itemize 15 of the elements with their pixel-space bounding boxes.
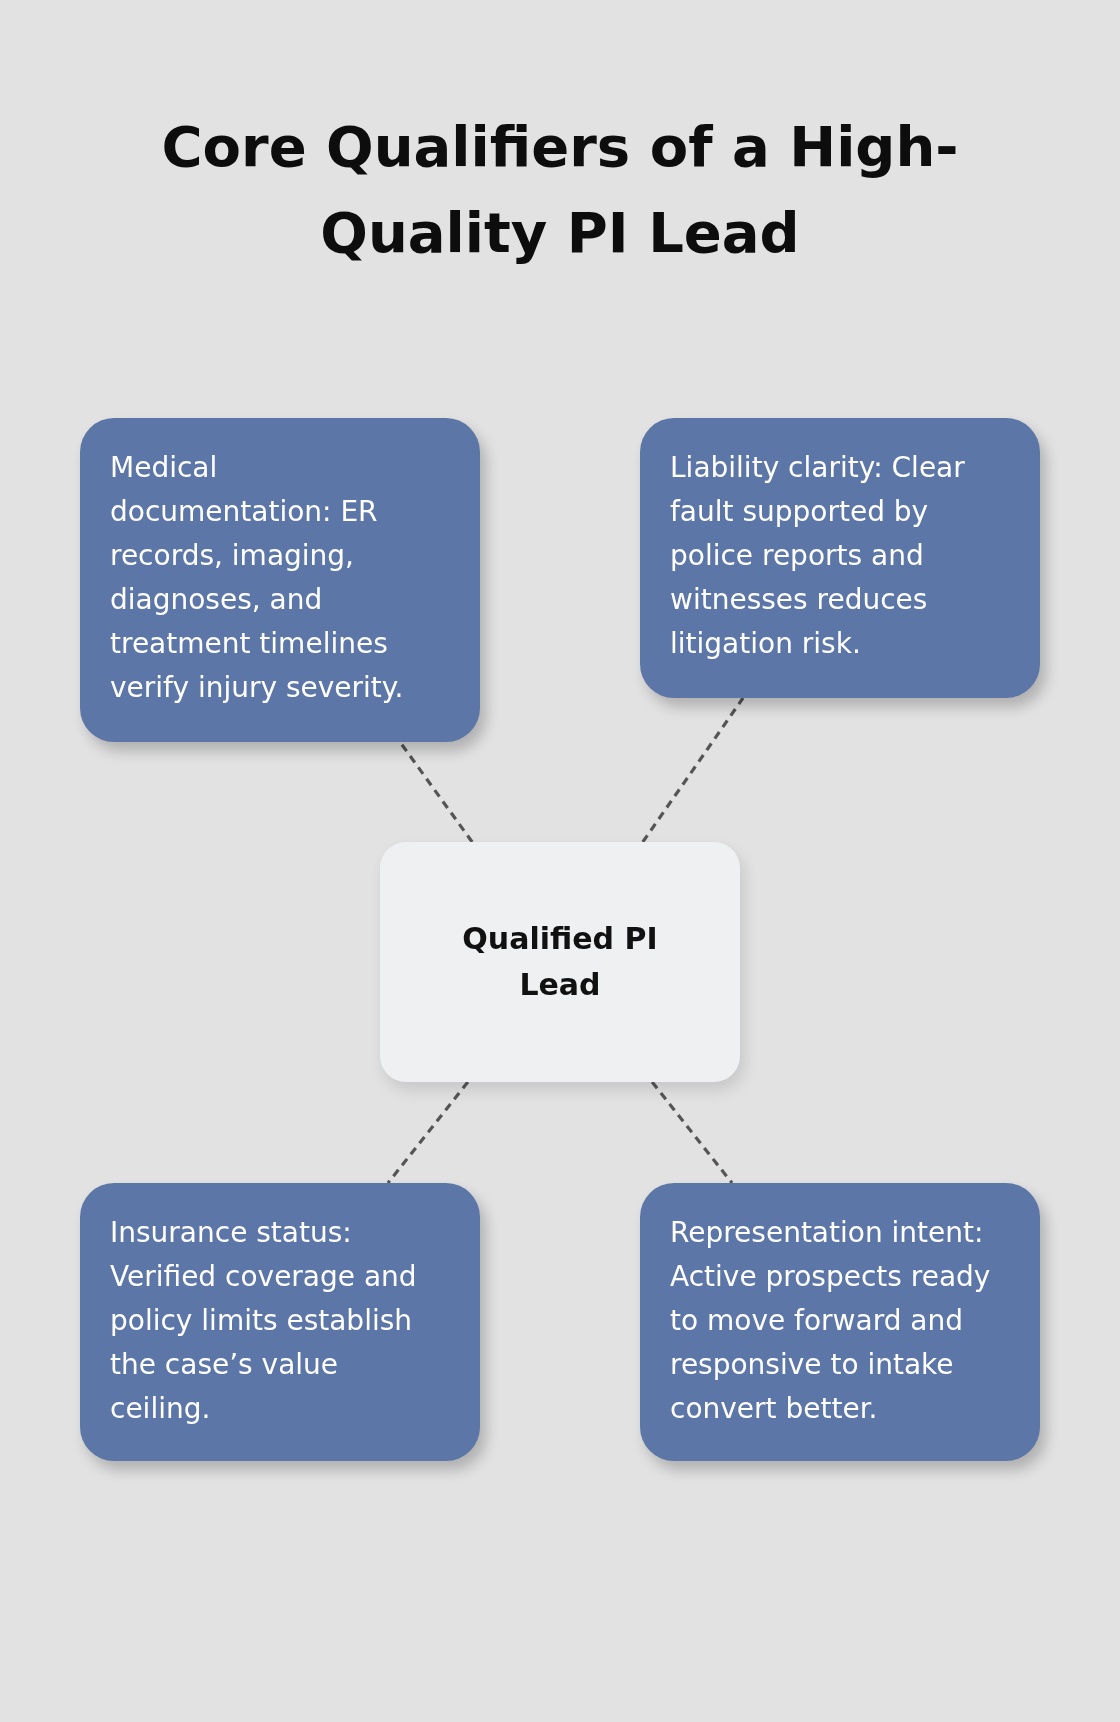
qualifier-card: [640, 418, 1040, 698]
qualifier-text: Insurance status: Verified coverage and policy limits establish the case’s value ceiling.: [110, 1215, 418, 1427]
dashed-connector: [641, 697, 745, 843]
dashed-connector: [398, 741, 474, 843]
qualifier-card: [80, 1183, 480, 1461]
dashed-connector: [386, 1081, 470, 1184]
qualifier-text: Liability clarity: Clear fault supported by police reports and witnesses reduces litigation risk.: [670, 450, 966, 662]
qualifier-card: [80, 418, 480, 742]
qualifier-card: [640, 1183, 1040, 1461]
center-card: [380, 842, 740, 1082]
diagram-title: Core Qualifiers of a High-Quality PI Lead: [160, 113, 960, 267]
qualifier-text: Medical documentation: ER records, imaging, diagnoses, and treatment timelines verify injury severity.: [110, 450, 405, 706]
center-label: Qualified PI Lead: [461, 920, 659, 1004]
qualifier-text: Representation intent: Active prospects ready to move forward and responsive to intake convert better.: [670, 1215, 992, 1427]
dashed-connector: [650, 1081, 734, 1184]
